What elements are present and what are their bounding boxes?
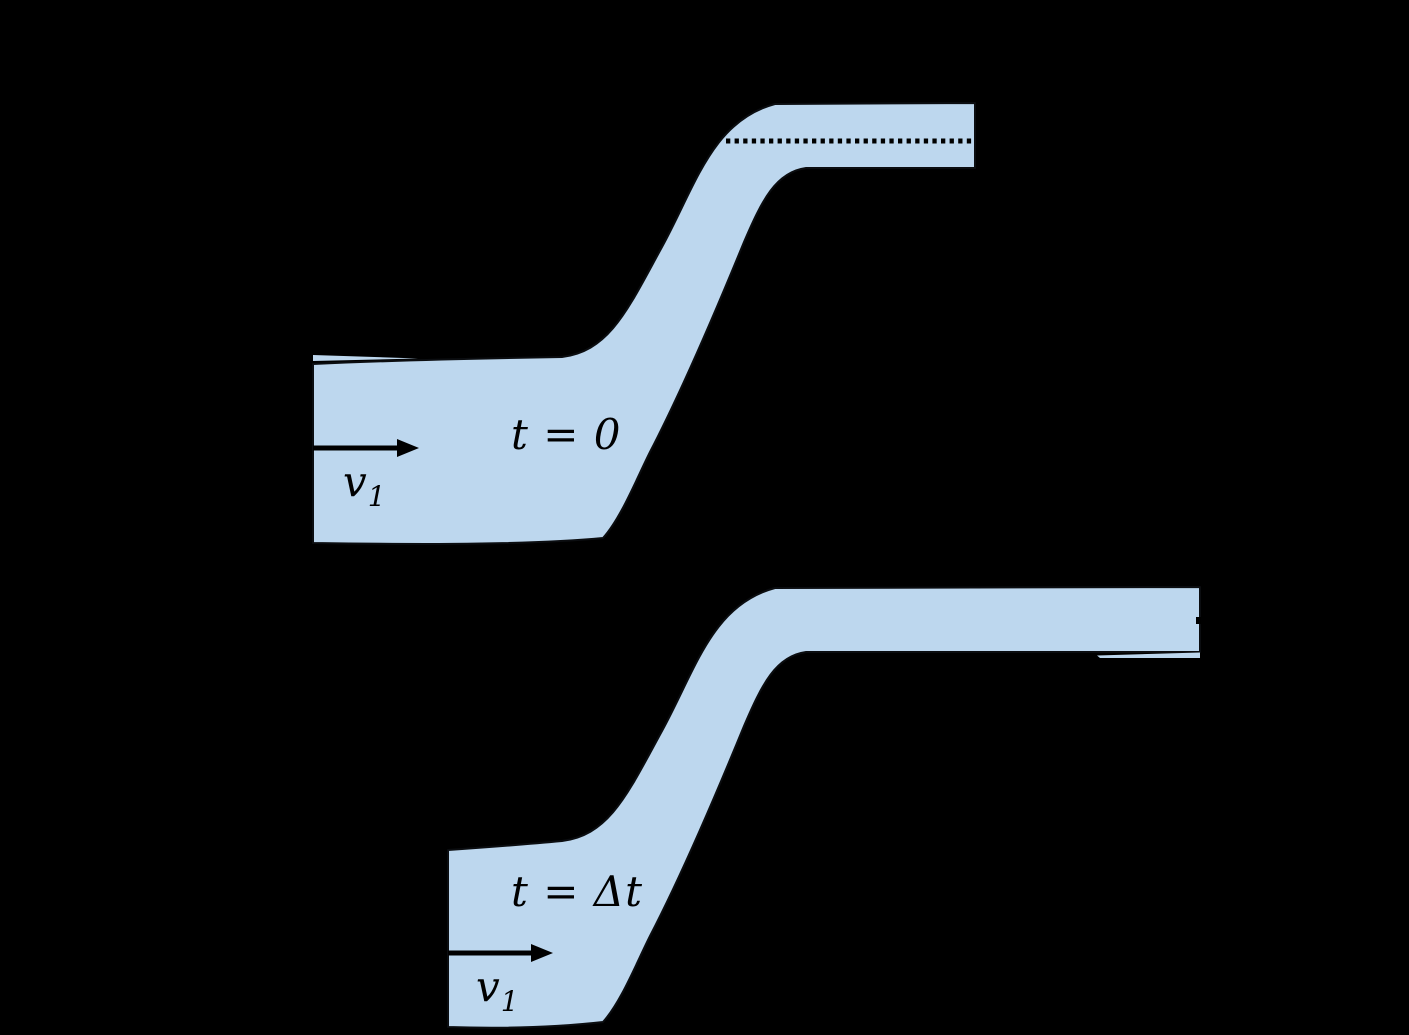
- time-label-t0: t = 0: [511, 410, 622, 459]
- pipe-frame-t0: [312, 102, 976, 545]
- velocity-subscript-dt: 1: [500, 985, 519, 1018]
- pipe-t0-fluid-body: [312, 102, 976, 545]
- time-label-dt: t = Δt: [511, 867, 643, 916]
- velocity-symbol-t0: v: [343, 457, 368, 506]
- velocity-arrow-dt: [448, 944, 553, 962]
- pipe-frame-dt: [447, 586, 1202, 1029]
- pipe-t0-top-sliver: [313, 355, 418, 361]
- outlet-dotted-tick-dt: [1196, 617, 1202, 624]
- pipe-dt-outlet-sliver: [1097, 652, 1200, 658]
- velocity-subscript-t0: 1: [367, 480, 386, 513]
- velocity-label-dt: v1: [476, 966, 519, 1016]
- velocity-label-t0: v1: [343, 461, 386, 511]
- velocity-arrow-t0-shaft: [313, 445, 398, 451]
- velocity-arrow-t0-head: [397, 439, 419, 457]
- velocity-symbol-dt: v: [476, 962, 501, 1011]
- velocity-arrow-dt-shaft: [448, 950, 532, 956]
- velocity-arrow-t0: [313, 439, 419, 457]
- pipe-dt-fluid-body: [447, 586, 1201, 1029]
- velocity-arrow-dt-head: [531, 944, 553, 962]
